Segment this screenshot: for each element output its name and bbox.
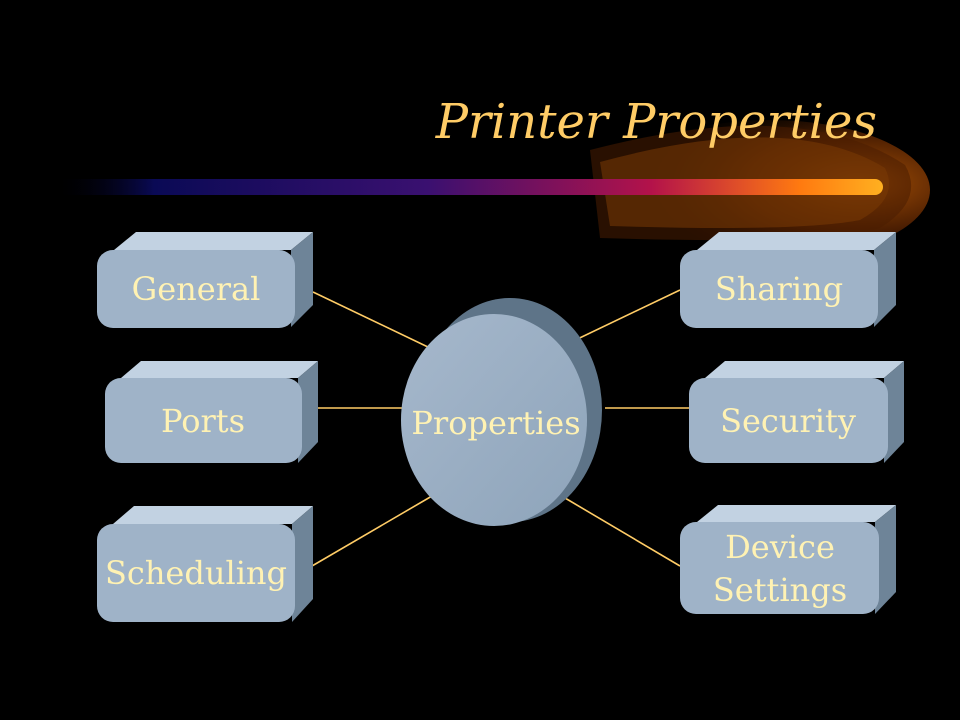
- node-label: Device: [725, 528, 835, 566]
- page-title: Printer Properties: [435, 94, 877, 150]
- node-label: General: [132, 270, 261, 308]
- connector-scheduling: [311, 495, 433, 567]
- title-underline-streak: [55, 179, 883, 195]
- node-label: Sharing: [715, 270, 843, 308]
- node-label: Scheduling: [105, 554, 287, 592]
- node-security: Security: [689, 361, 904, 463]
- node-label: Ports: [161, 402, 245, 440]
- node-ports: Ports: [105, 361, 318, 463]
- center-node-properties: Properties: [401, 298, 602, 526]
- node-label: Security: [720, 402, 856, 440]
- connector-general: [312, 291, 431, 349]
- node-device-settings: Device Settings: [680, 505, 896, 614]
- center-label: Properties: [411, 404, 580, 442]
- node-label-line2: Settings: [713, 571, 847, 609]
- connector-sharing: [564, 289, 681, 346]
- node-general: General: [97, 232, 313, 328]
- connectors: [311, 289, 690, 567]
- node-sharing: Sharing: [680, 232, 896, 328]
- connector-device-settings: [564, 497, 681, 567]
- node-scheduling: Scheduling: [97, 506, 313, 622]
